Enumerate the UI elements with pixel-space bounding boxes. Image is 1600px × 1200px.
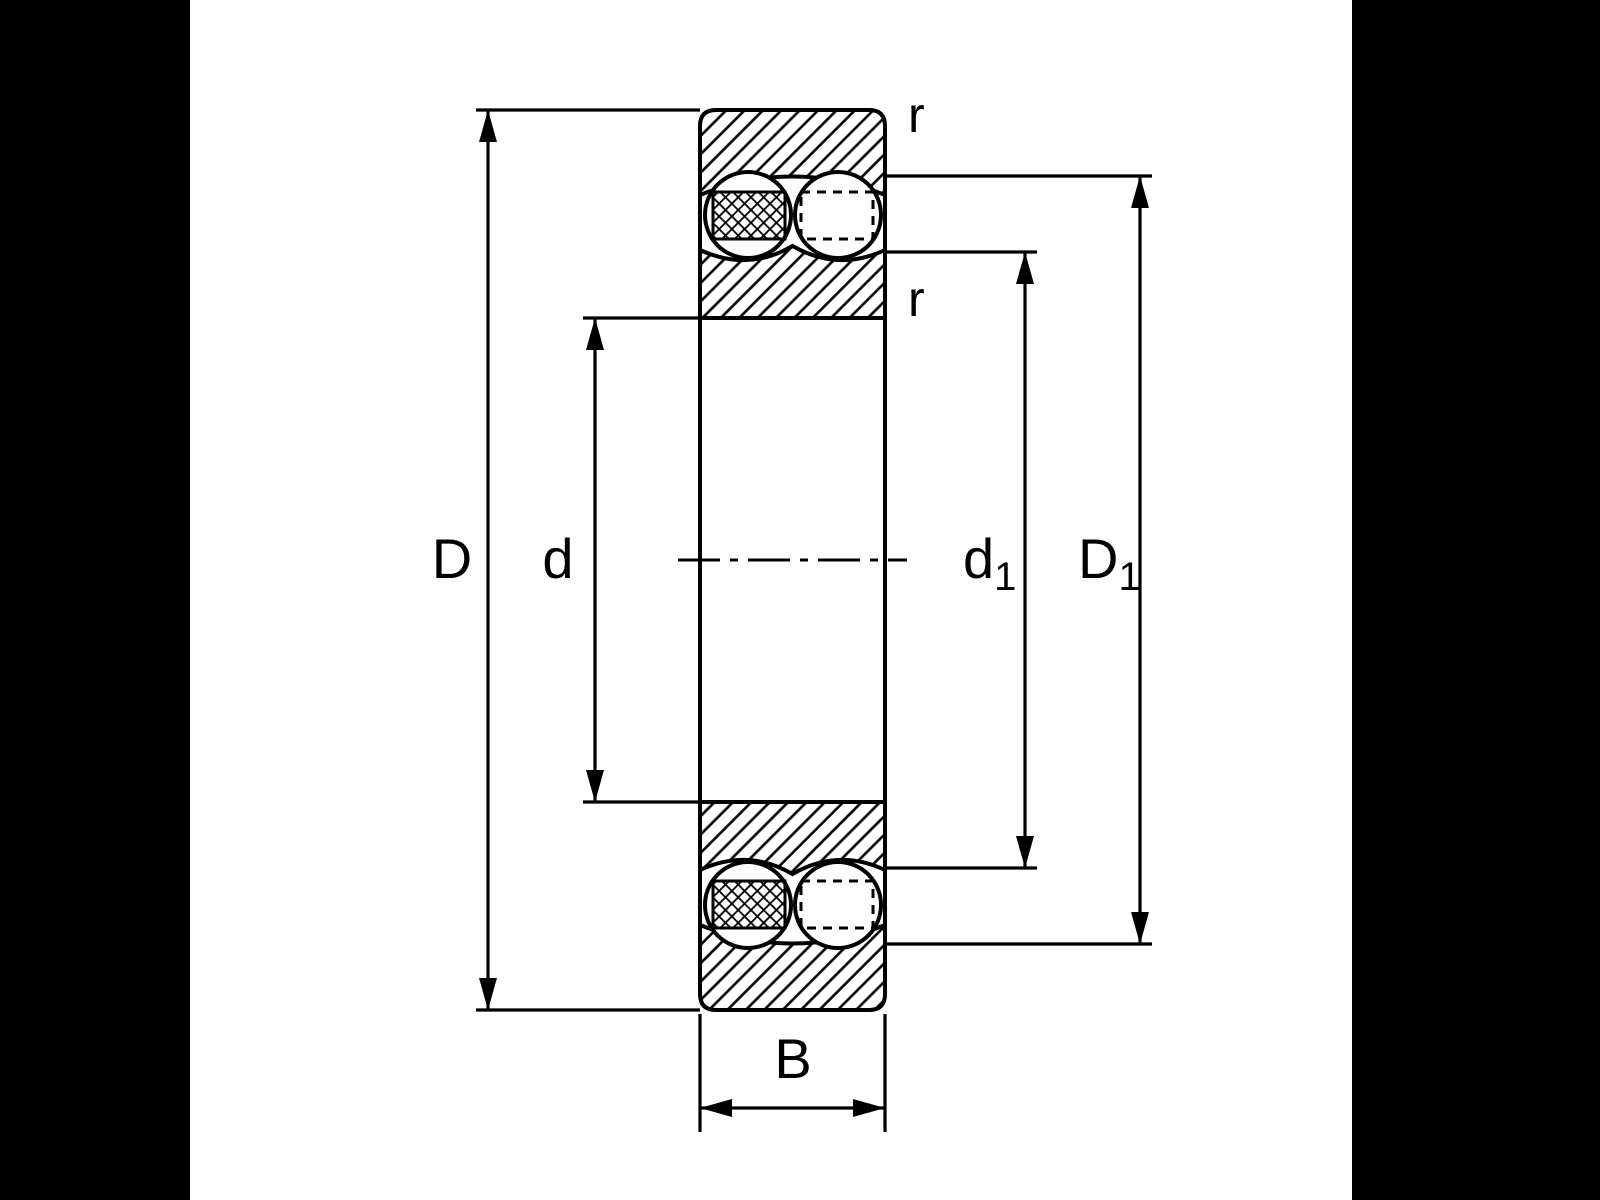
dim-label-B: B: [774, 1027, 811, 1090]
dimension-D1: D1: [885, 174, 1152, 946]
arrowhead-D1-bottom: [1131, 912, 1149, 944]
arrowhead-d-top: [586, 318, 604, 350]
arrowhead-B-right: [853, 1099, 885, 1117]
dimension-d: d: [542, 316, 700, 804]
arrowhead-D1-top: [1131, 176, 1149, 208]
dim-label-d1-subscript: 1: [994, 555, 1016, 599]
arrowhead-d1-bottom: [1016, 836, 1034, 868]
arrowhead-d-bottom: [586, 770, 604, 802]
ball-bottom-right: [793, 860, 883, 950]
dim-label-D1-subscript: 1: [1118, 555, 1140, 599]
cage-hidden-top: [799, 190, 875, 241]
dim-label-D1: D1: [1078, 527, 1141, 599]
arrowhead-D-top: [479, 110, 497, 142]
bearing-section: [678, 108, 907, 1012]
cage-hidden-bottom: [799, 879, 875, 930]
inner-ring-top: [698, 243, 887, 320]
inner-ring-bottom: [698, 800, 887, 877]
ball-top-right: [793, 170, 883, 260]
cage-section-top: [711, 190, 787, 241]
cage-section-bottom: [711, 879, 787, 930]
dim-label-d: d: [542, 527, 573, 590]
dim-label-d1-base: d: [963, 527, 994, 590]
dim-label-d1: d1: [963, 527, 1016, 599]
dimension-d1: d1: [885, 250, 1037, 870]
arrowhead-B-left: [700, 1099, 732, 1117]
radius-label-bore: r: [908, 271, 925, 327]
arrowhead-d1-top: [1016, 252, 1034, 284]
dim-label-D: D: [432, 527, 472, 590]
dimension-D: D: [432, 108, 700, 1012]
dimension-B: B: [698, 1014, 887, 1132]
radius-label-outer: r: [908, 87, 925, 143]
arrowhead-D-bottom: [479, 978, 497, 1010]
dim-label-D1-base: D: [1078, 527, 1118, 590]
